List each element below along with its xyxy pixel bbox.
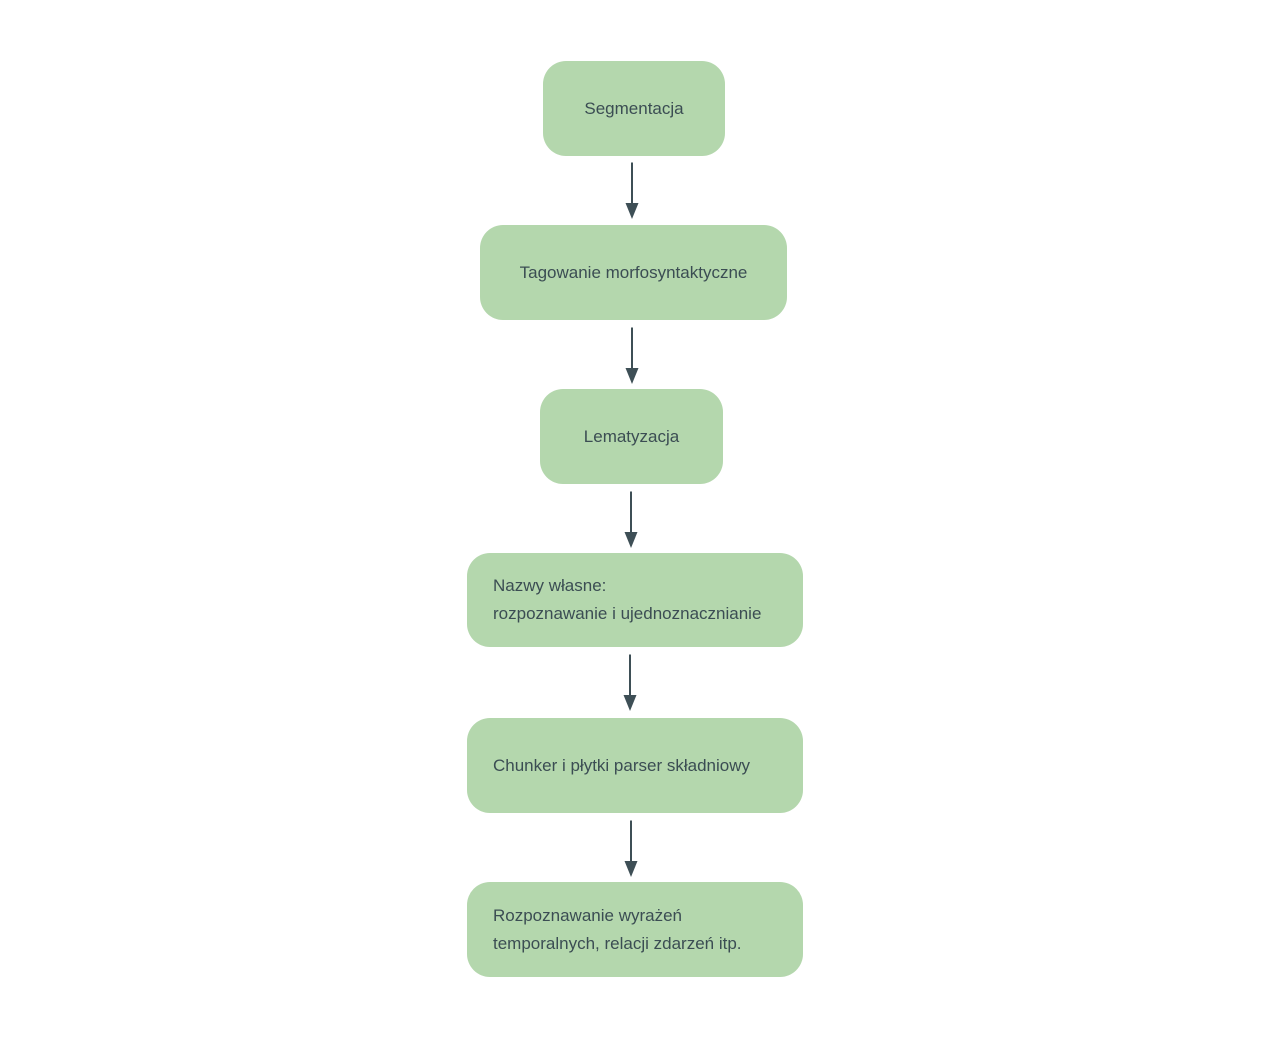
flow-arrow-1 [625, 162, 639, 219]
flow-node-lemmatization: Lematyzacja [540, 389, 723, 484]
arrowhead-icon [625, 368, 639, 384]
arrowhead-icon [624, 861, 638, 877]
arrowhead-icon [625, 203, 639, 219]
node-label: Segmentacja [584, 98, 684, 118]
flow-node-pos-tagging: Tagowanie morfosyntaktyczne [480, 225, 787, 320]
arrowhead-icon [624, 532, 638, 548]
node-label-line1: Nazwy własne: [493, 576, 607, 595]
node-label-line2: temporalnych, relacji zdarzeń itp. [493, 933, 742, 953]
flow-arrow-4 [623, 654, 637, 711]
flow-node-named-entities: Nazwy własne: rozpoznawanie i ujednoznac… [467, 553, 803, 647]
flow-arrow-5 [624, 820, 638, 877]
flow-node-chunker-parser: Chunker i płytki parser składniowy [467, 718, 803, 813]
node-label-line2: rozpoznawanie i ujednoznacznianie [493, 604, 762, 623]
flow-node-temporal-expressions: Rozpoznawanie wyrażeń temporalnych, rela… [467, 882, 803, 977]
node-label: Chunker i płytki parser składniowy [493, 755, 750, 775]
flow-arrow-2 [625, 327, 639, 384]
node-label: Tagowanie morfosyntaktyczne [519, 262, 748, 282]
arrowhead-icon [623, 695, 637, 711]
node-label-line1: Rozpoznawanie wyrażeń [493, 905, 682, 925]
flow-node-segmentation: Segmentacja [543, 61, 725, 156]
flow-arrow-3 [624, 491, 638, 548]
node-label: Lematyzacja [583, 426, 680, 446]
